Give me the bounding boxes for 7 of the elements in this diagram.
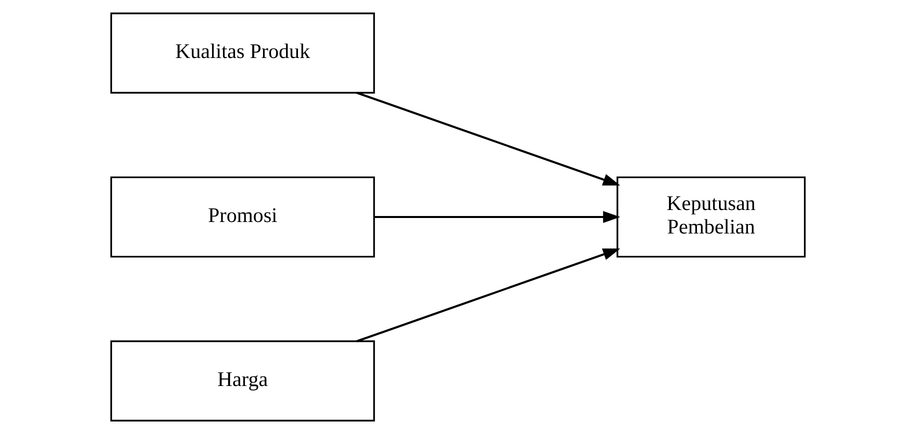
node-box: Keputusan Pembelian — [616, 176, 806, 258]
node-box: Promosi — [110, 176, 374, 258]
node-box: Harga — [110, 340, 374, 422]
arrow — [356, 92, 620, 186]
arrow — [356, 248, 620, 342]
arrow — [374, 210, 620, 224]
node-box: Kualitas Produk — [110, 12, 374, 94]
